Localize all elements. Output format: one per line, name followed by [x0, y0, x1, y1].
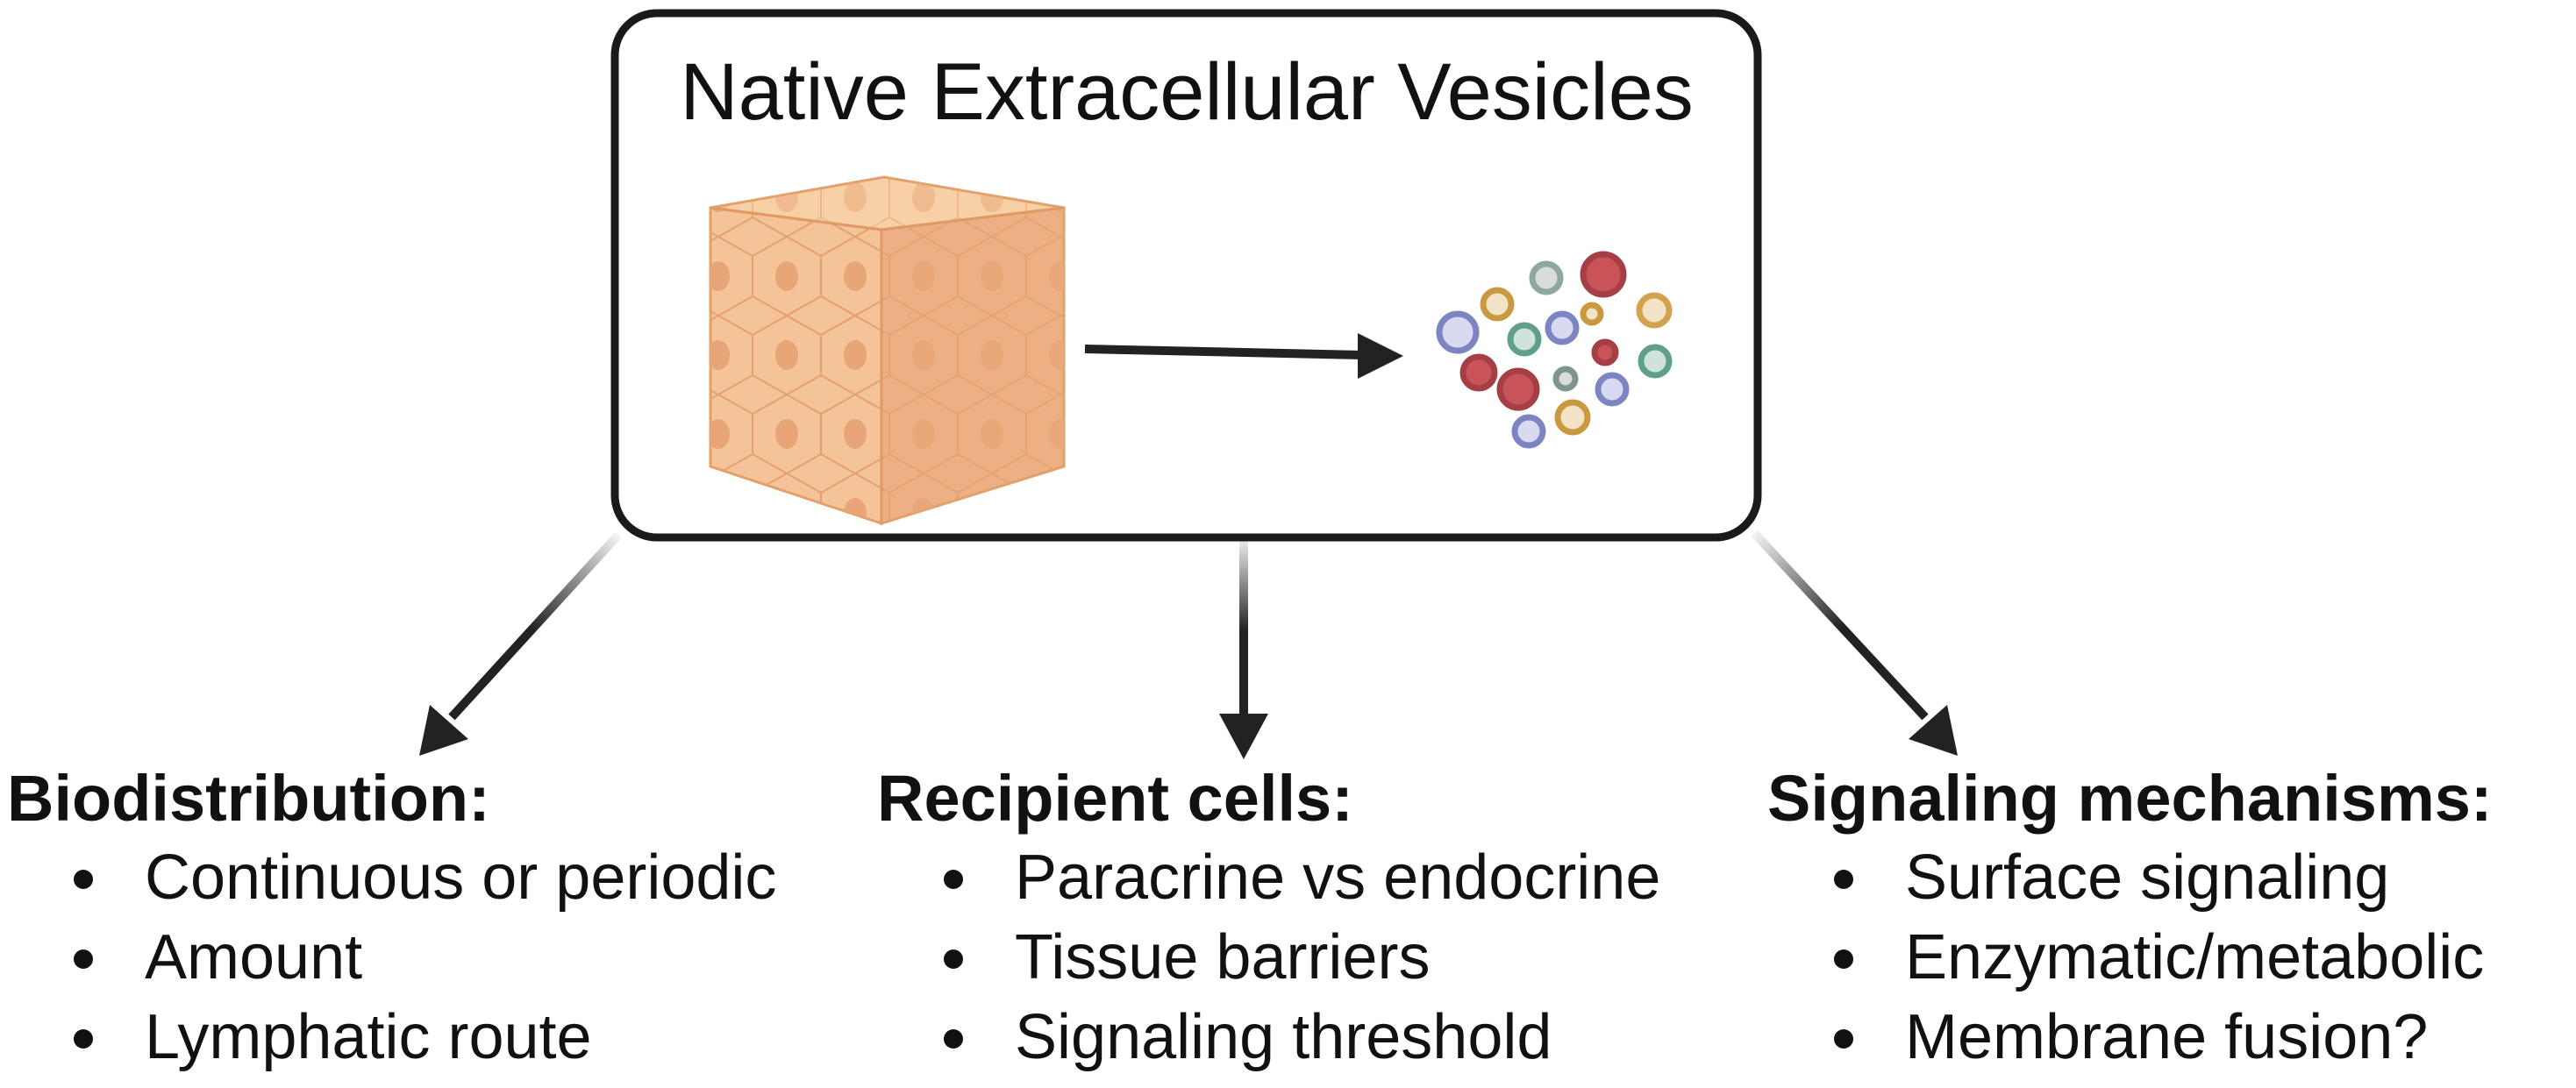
list-item: Paracrine vs endocrine [877, 838, 1660, 918]
list-item: Membrane fusion? [1767, 998, 2493, 1077]
diagram-title: Native Extracellular Vesicles [680, 47, 1694, 137]
bullet-icon [944, 1029, 963, 1049]
bullet-icon [74, 1029, 93, 1049]
list-item-text: Enzymatic/metabolic [1905, 922, 2485, 992]
bullet-icon [1834, 1029, 1853, 1049]
list-item-text: Tissue barriers [1015, 922, 1431, 992]
signaling-mechanisms-group: Signaling mechanisms: Surface signaling … [1767, 759, 2493, 1077]
list-item-text: Signaling threshold [1015, 1002, 1552, 1072]
bullet-icon [1834, 949, 1853, 969]
list-item-text: Continuous or periodic [145, 843, 777, 913]
list-item-text: Lymphatic route [145, 1002, 592, 1072]
list-item-text: Paracrine vs endocrine [1015, 843, 1661, 913]
biodistribution-heading: Biodistribution: [7, 762, 490, 835]
recipient-cells-group: Recipient cells: Paracrine vs endocrine … [877, 759, 1660, 1077]
list-item: Lymphatic route [7, 998, 776, 1077]
list-item: Amount [7, 918, 776, 998]
signaling-mechanisms-heading: Signaling mechanisms: [1767, 762, 2493, 835]
list-item: Surface signaling [1767, 838, 2493, 918]
bullet-icon [944, 949, 963, 969]
bullet-icon [74, 870, 93, 889]
cube-to-vesicles-arrow [1084, 333, 1403, 379]
list-item-text: Amount [145, 922, 363, 992]
list-item: Signaling threshold [877, 998, 1660, 1077]
recipient-cells-list: Paracrine vs endocrine Tissue barriers S… [877, 838, 1660, 1077]
bullet-icon [74, 949, 93, 969]
bullet-icon [944, 870, 963, 889]
list-item: Continuous or periodic [7, 838, 776, 918]
list-item: Enzymatic/metabolic [1767, 918, 2493, 998]
extracellular-vesicles-icon [1436, 251, 1673, 449]
biodistribution-list: Continuous or periodic Amount Lymphatic … [7, 838, 776, 1077]
list-item: Tissue barriers [877, 918, 1660, 998]
biodistribution-group: Biodistribution: Continuous or periodic … [7, 759, 776, 1077]
arrow-to-recipient-cells [1219, 537, 1268, 759]
tissue-cube-icon [709, 175, 1066, 526]
list-item-text: Surface signaling [1905, 843, 2390, 913]
signaling-mechanisms-list: Surface signaling Enzymatic/metabolic Me… [1767, 838, 2493, 1077]
list-item-text: Membrane fusion? [1905, 1002, 2429, 1072]
bullet-icon [1834, 870, 1853, 889]
arrow-to-biodistribution [419, 531, 622, 756]
arrow-to-signaling-mechanisms [1751, 530, 1958, 756]
recipient-cells-heading: Recipient cells: [877, 762, 1353, 835]
